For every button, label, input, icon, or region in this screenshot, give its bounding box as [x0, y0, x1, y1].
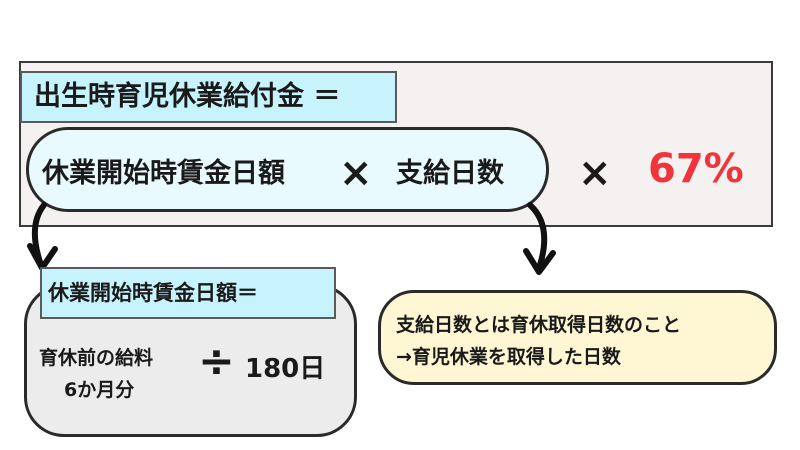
days-note-line2: →育児休業を取得した日数 [396, 346, 621, 368]
multiply-icon: × [339, 150, 373, 196]
days-term: 支給日数 [396, 158, 504, 189]
days-note-card [378, 290, 777, 385]
rate-value: 67% [648, 146, 744, 192]
arrow-to-wage-definition-head [27, 243, 58, 271]
divide-icon: ÷ [198, 336, 235, 387]
formula-pill [26, 127, 549, 212]
salary-period-label: 6か月分 [64, 379, 135, 401]
days-note-line1: 支給日数とは育休取得日数のこと [396, 314, 682, 336]
divisor-value: 180日 [245, 354, 326, 384]
salary-label: 育休前の給料 [39, 347, 154, 369]
multiply-icon: × [578, 150, 612, 196]
wage-term: 休業開始時賃金日額 [42, 158, 285, 189]
wage-definition-title: 休業開始時賃金日額＝ [40, 267, 336, 319]
formula-title: 出生時育児休業給付金 ＝ [20, 71, 397, 123]
arrow-to-days-note-head [523, 248, 556, 275]
arrow-to-days-note [527, 202, 548, 268]
